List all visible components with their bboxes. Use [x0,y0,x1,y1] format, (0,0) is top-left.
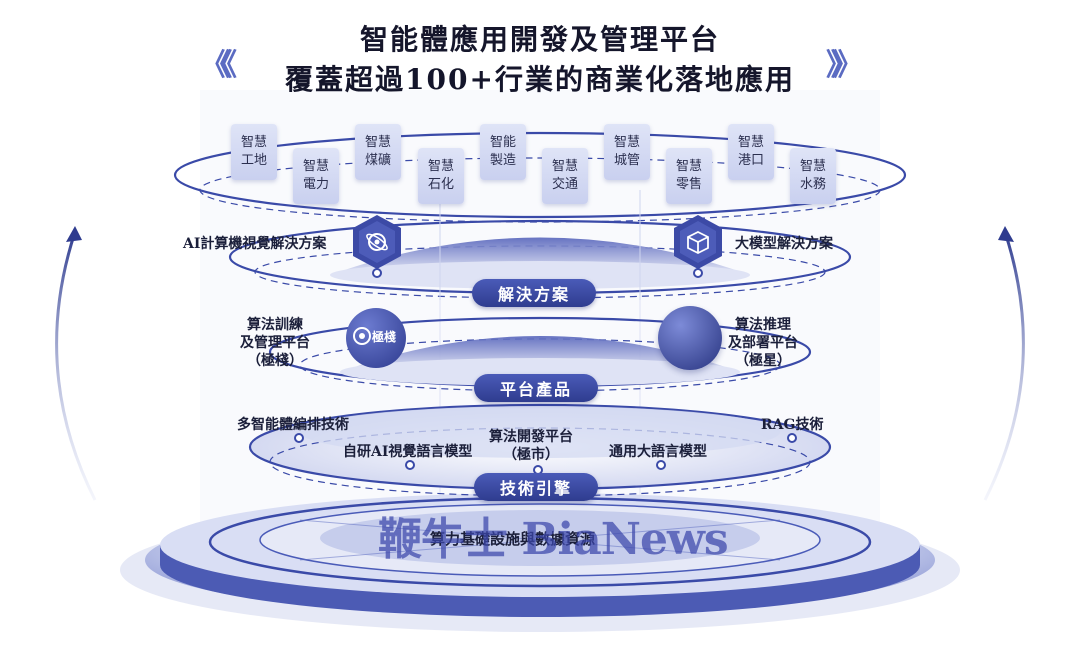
industry-card-line1: 智慧 [737,135,764,150]
engine-multi-agent-label: 多智能體編排技術 [237,417,349,433]
industry-card-line2: 交通 [551,177,578,192]
platform-training-line1: 算法訓練 [247,317,303,333]
industry-card-line2: 工地 [240,153,267,168]
platform-training-line3: （極棧） [247,353,303,369]
engine-dot-vision-lang [405,460,415,470]
platform-training-label: 算法訓練 及管理平台 （極棧） [240,316,310,370]
hexagon-cube-icon [674,215,722,269]
sphere-icon [658,306,722,370]
engine-algo-dev-label: 算法開發平台 （極市） [489,428,573,464]
industry-card-line1: 智慧 [302,159,329,174]
industry-card-line1: 智慧 [427,159,454,174]
arrow-up-left-icon [55,231,97,501]
arrow-up-right-icon [983,231,1025,501]
engine-algo-dev-line1: 算法開發平台 [489,429,573,445]
industry-card-line2: 煤礦 [364,153,391,168]
industry-card-power: 智慧電力 [293,148,339,204]
industry-card-petrochem: 智慧石化 [418,148,464,204]
solutions-dot-left [372,268,382,278]
engine-dot-multi-agent [294,433,304,443]
industry-card-line2: 水務 [799,177,826,192]
industry-card-line1: 智慧 [799,159,826,174]
page-subtitle: 覆蓋超過100+行業的商業化落地應用 [285,63,795,96]
industry-card-manufacturing: 智能製造 [480,124,526,180]
engine-rag-label: RAG技術 [761,417,824,433]
industry-card-line2: 電力 [302,177,329,192]
industry-card-line1: 智慧 [613,135,640,150]
platform-inference-line2: 及部署平台 [728,335,798,351]
solution-cv-label: AI計算機視覺解決方案 [183,236,327,252]
industry-card-urban-mgmt: 智慧城管 [604,124,650,180]
platform-inference-line3: （極星） [735,353,791,369]
industry-card-line2: 石化 [427,177,454,192]
solution-llm-label: 大模型解決方案 [735,236,833,252]
industry-card-transport: 智慧交通 [542,148,588,204]
industry-card-coal: 智慧煤礦 [355,124,401,180]
jizhan-logo-icon: 極棧 [346,308,406,368]
platform-layer-badge: 平台產品 [474,374,598,402]
engine-layer-badge: 技術引擎 [474,473,598,501]
solutions-layer-badge: 解決方案 [472,279,596,307]
industry-card-line2: 港口 [737,153,764,168]
page-title: 智能體應用開發及管理平台 [359,23,720,56]
platform-inference-line1: 算法推理 [735,317,791,333]
engine-dot-general-llm [656,460,666,470]
engine-vision-lang-label: 自研AI視覺語言模型 [343,444,473,460]
industry-card-line1: 智慧 [675,159,702,174]
jizhan-logo-mark [353,327,371,345]
platform-training-line2: 及管理平台 [240,335,310,351]
industry-card-line2: 製造 [489,153,516,168]
solutions-dot-right [693,268,703,278]
industry-card-port: 智慧港口 [728,124,774,180]
engine-dot-rag [787,433,797,443]
industry-card-line2: 零售 [675,177,702,192]
industry-card-line1: 智慧 [364,135,391,150]
industry-card-construction: 智慧工地 [231,124,277,180]
industry-card-line1: 智慧 [240,135,267,150]
base-infrastructure-label: 算力基礎設施與數據資源 [430,530,596,548]
jizhan-logo-text: 極棧 [372,330,397,344]
engine-algo-dev-line2: （極市） [503,447,559,463]
industry-card-line1: 智能 [489,135,516,150]
watermark: 鞭牛士 BiaNews [378,514,729,565]
industry-card-line1: 智慧 [551,159,578,174]
engine-general-llm-label: 通用大語言模型 [609,444,707,460]
industry-card-retail: 智慧零售 [666,148,712,204]
industry-card-water: 智慧水務 [790,148,836,204]
industry-card-line2: 城管 [613,153,640,168]
hexagon-ai-icon [353,215,401,269]
platform-inference-label: 算法推理 及部署平台 （極星） [728,316,798,370]
